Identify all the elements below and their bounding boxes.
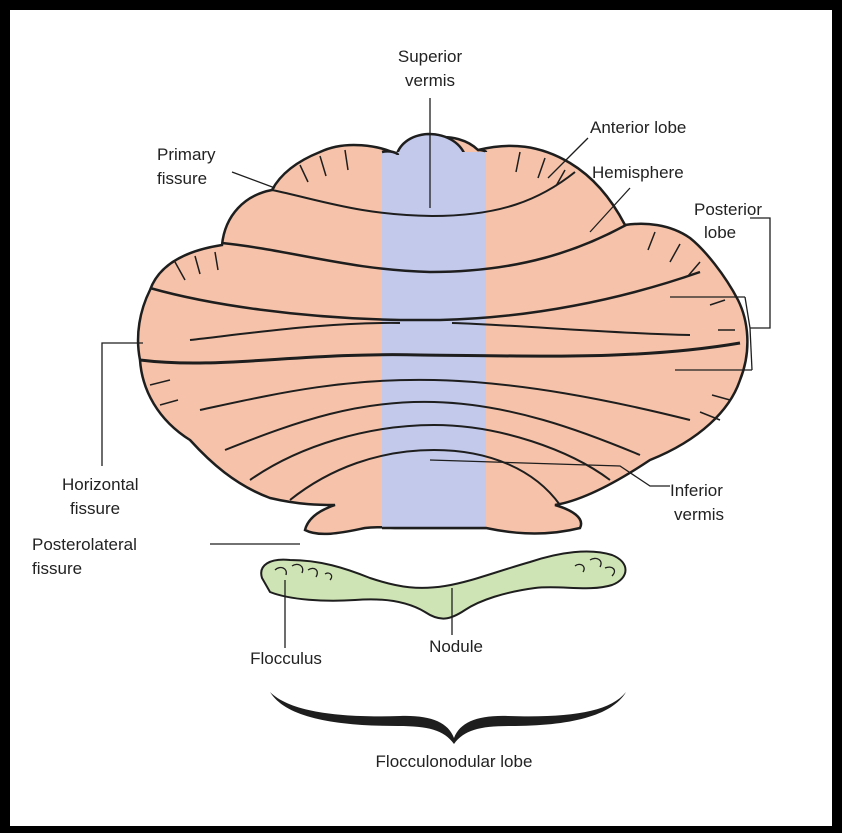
label-flocculus: Flocculus: [250, 649, 322, 668]
label-inferior-vermis-1: Inferior: [670, 481, 723, 500]
flocculonodular-lobe-shape: [261, 551, 625, 618]
label-anterior-lobe: Anterior lobe: [590, 118, 686, 137]
label-primary-fissure-2: fissure: [157, 169, 207, 188]
label-horizontal-fissure-2: fissure: [70, 499, 120, 518]
label-hemisphere: Hemisphere: [592, 163, 684, 182]
label-horizontal-fissure-1: Horizontal: [62, 475, 139, 494]
label-primary-fissure-1: Primary: [157, 145, 216, 164]
vermis-band: [382, 152, 486, 528]
label-posterolateral-fissure-2: fissure: [32, 559, 82, 578]
flocculonodular-brace: [270, 692, 626, 744]
label-posterior-lobe-1: Posterior: [694, 200, 762, 219]
label-inferior-vermis-2: vermis: [674, 505, 724, 524]
label-superior-vermis-1: Superior: [398, 47, 463, 66]
label-posterior-lobe-2: lobe: [704, 223, 736, 242]
label-superior-vermis-2: vermis: [405, 71, 455, 90]
label-nodule: Nodule: [429, 637, 483, 656]
label-posterolateral-fissure-1: Posterolateral: [32, 535, 137, 554]
label-flocculonodular-lobe: Flocculonodular lobe: [376, 752, 533, 771]
